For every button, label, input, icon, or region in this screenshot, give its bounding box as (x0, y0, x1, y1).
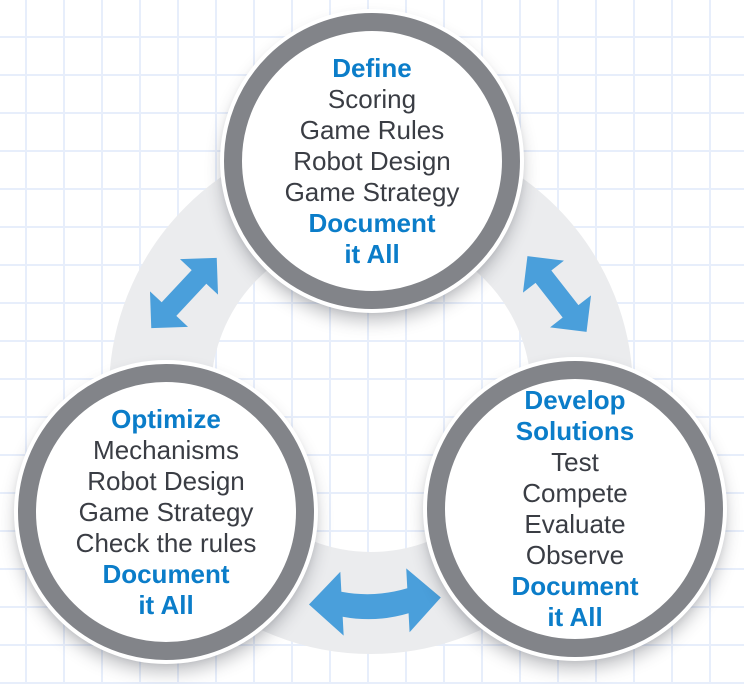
node-develop-heading: Develop (524, 385, 626, 415)
node-optimize: Optimize Mechanisms Robot Design Game St… (18, 364, 314, 660)
node-develop-heading: Solutions (515, 416, 635, 446)
double-arrow-define-optimize-icon (149, 257, 219, 329)
node-optimize-item: Game Strategy (78, 496, 254, 527)
node-optimize-heading: Optimize (111, 403, 221, 434)
node-define-footer: Document (308, 207, 436, 238)
node-define: Define Scoring Game Rules Robot Design G… (224, 13, 520, 309)
node-define-heading: Define (332, 52, 412, 83)
node-define-item: Scoring (327, 83, 417, 114)
double-arrow-define-develop-icon (522, 256, 592, 332)
node-develop-solutions: Develop Solutions Test Compete Evaluate … (427, 361, 723, 657)
node-develop-item: Compete (522, 478, 628, 508)
double-arrow-optimize-develop-icon (308, 568, 441, 636)
node-develop-item: Evaluate (524, 509, 626, 539)
node-optimize-item: Check the rules (75, 527, 257, 558)
node-develop-item: Test (551, 447, 599, 477)
node-develop-footer: Document (511, 571, 639, 601)
node-define-item: Game Strategy (284, 176, 460, 207)
node-optimize-item: Robot Design (87, 465, 245, 496)
node-define-item: Robot Design (293, 145, 451, 176)
node-optimize-footer: Document (102, 558, 230, 589)
node-develop-footer: it All (547, 602, 603, 632)
node-define-item: Game Rules (299, 114, 445, 145)
node-optimize-item: Mechanisms (93, 434, 239, 465)
node-develop-item: Observe (525, 540, 625, 570)
node-define-footer: it All (344, 238, 400, 269)
node-optimize-footer: it All (138, 589, 194, 620)
